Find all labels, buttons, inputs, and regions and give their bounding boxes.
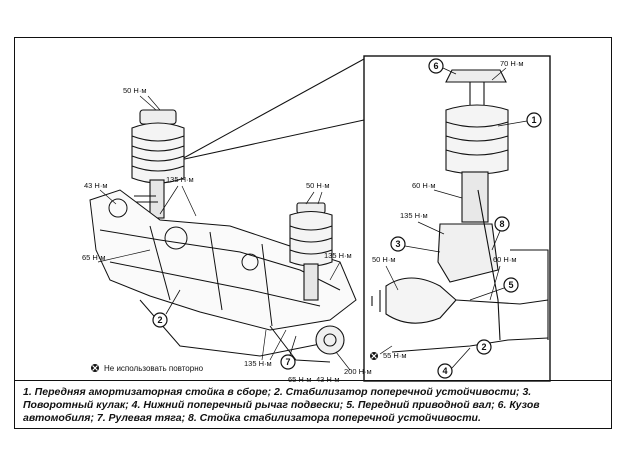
torque-label: 50 Н·м — [306, 181, 330, 190]
torque-leaders — [97, 67, 507, 371]
torque-label: 43 Н·м — [316, 375, 340, 384]
torque-label: 50 Н·м — [372, 255, 396, 264]
legend-no-reuse: Не использовать повторно — [91, 364, 204, 373]
inset-leader-top — [179, 58, 365, 161]
svg-text:4: 4 — [442, 366, 447, 376]
callout-3: 3 — [390, 236, 406, 252]
torque-label: 60 Н·м — [493, 255, 517, 264]
svg-text:6: 6 — [433, 61, 438, 71]
torque-label: 43 Н·м — [84, 181, 108, 190]
svg-text:7: 7 — [285, 357, 290, 367]
torque-label: 135 Н·м — [244, 359, 272, 368]
svg-text:3: 3 — [395, 239, 400, 249]
torque-label: 135 Н·м — [166, 175, 194, 184]
inset-box — [363, 55, 551, 382]
torque-label: 200 Н·м — [344, 367, 372, 376]
callout-7: 7 — [280, 354, 296, 370]
torque-label: 135 Н·м — [400, 211, 428, 220]
torque-label: 60 Н·м — [412, 181, 436, 190]
no-reuse-marker-inset — [370, 352, 378, 360]
torque-label: 70 Н·м — [500, 59, 524, 68]
svg-text:5: 5 — [508, 280, 513, 290]
subframe-drawing — [89, 189, 357, 363]
torque-label: 50 Н·м — [123, 86, 147, 95]
callout-8: 8 — [494, 216, 510, 232]
svg-text:Не использовать повторно: Не использовать повторно — [104, 364, 204, 373]
left-strut-drawing — [128, 109, 185, 219]
callout-5: 5 — [503, 277, 519, 293]
callout-2-inset: 2 — [476, 339, 492, 355]
torque-label: 55 Н·м — [383, 351, 407, 360]
caption-text: 1. Передняя амортизаторная стойка в сбор… — [23, 386, 540, 424]
torque-label: 135 Н·м — [324, 251, 352, 260]
callout-1: 1 — [526, 112, 542, 128]
parts-caption: 1. Передняя амортизаторная стойка в сбор… — [14, 381, 612, 429]
callout-2-main: 2 — [152, 312, 168, 328]
svg-text:2: 2 — [481, 342, 486, 352]
callout-4: 4 — [437, 363, 453, 379]
svg-text:2: 2 — [157, 315, 162, 325]
torque-label: 65 Н·м — [82, 253, 106, 262]
inset-strut-drawing — [371, 69, 549, 353]
right-strut-drawing — [289, 202, 345, 355]
svg-text:8: 8 — [499, 219, 504, 229]
inset-leader-bottom — [179, 119, 365, 161]
torque-label: 65 Н·м — [288, 375, 312, 384]
callout-6: 6 — [428, 58, 444, 74]
svg-text:1: 1 — [531, 115, 536, 125]
